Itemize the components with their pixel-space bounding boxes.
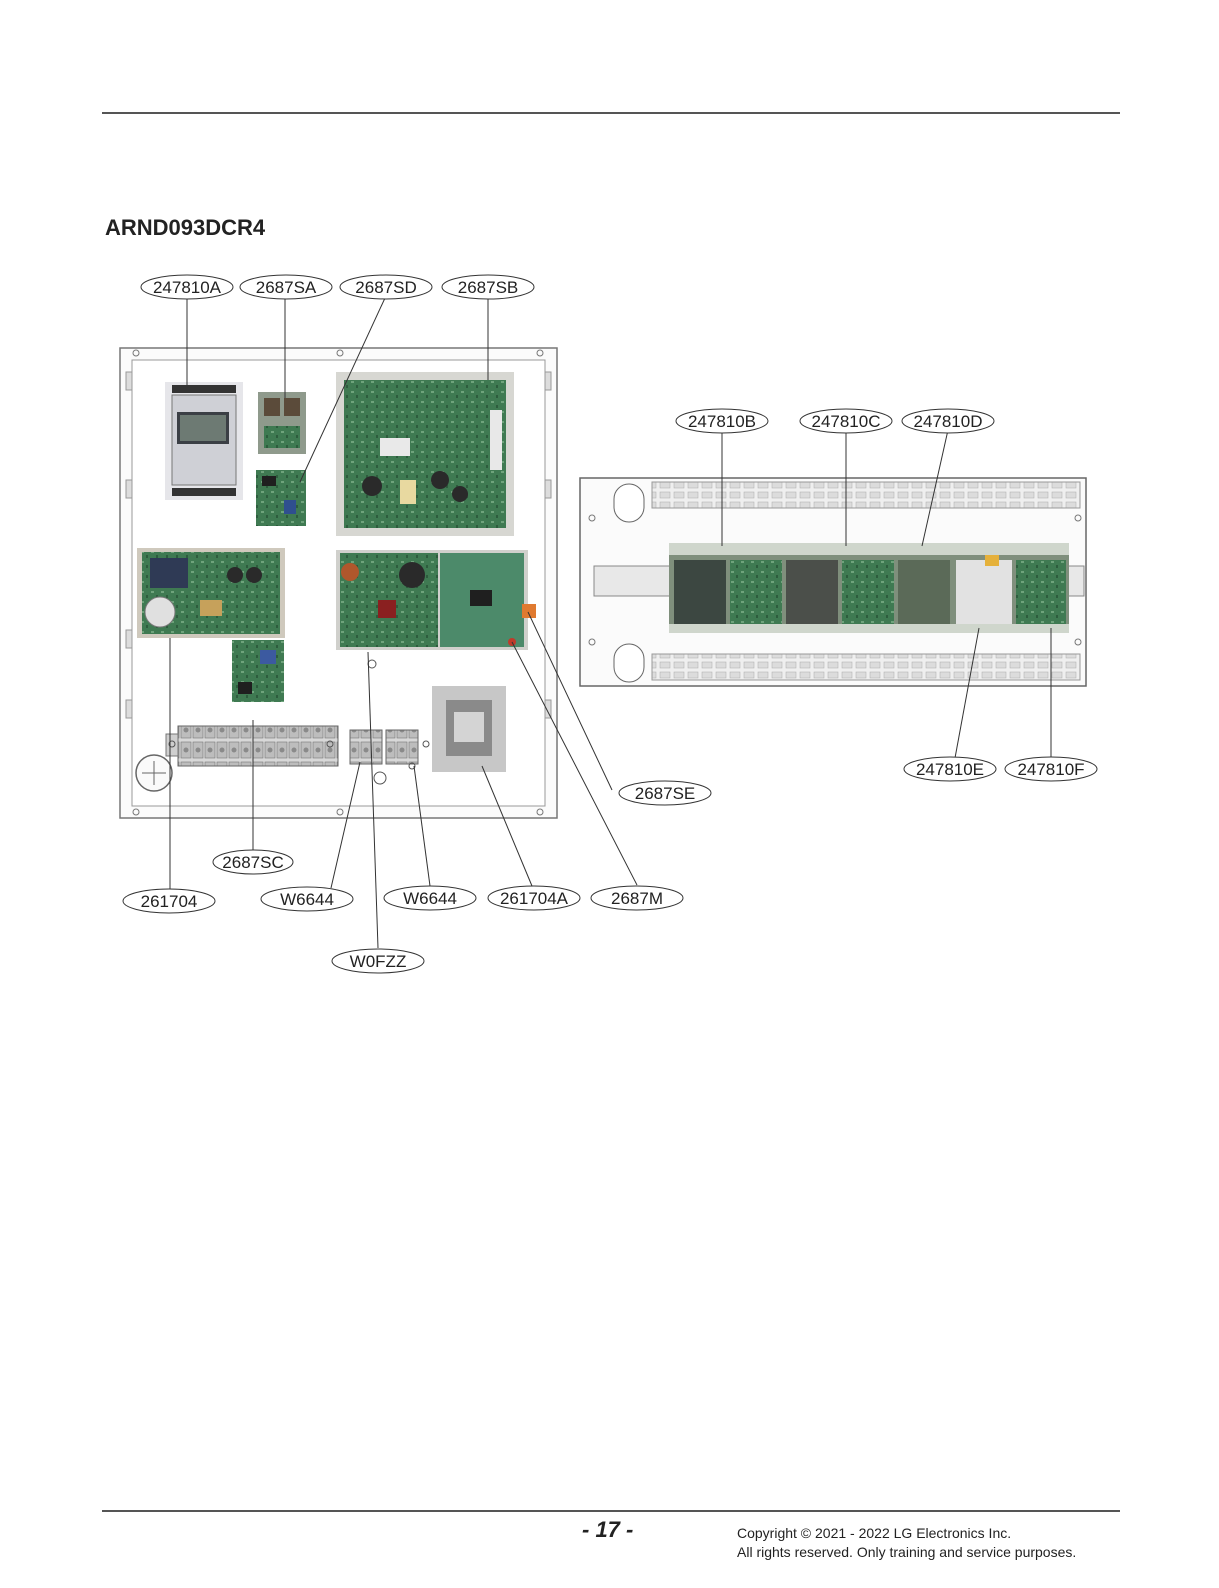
svg-text:247810D: 247810D [913, 412, 982, 431]
relay-board [258, 392, 306, 454]
callout-2687sd: 2687SD [339, 274, 433, 300]
callout-2687sc: 2687SC [212, 849, 294, 875]
callout-2687sa: 2687SA [239, 274, 333, 300]
small-pcb [256, 470, 306, 526]
svg-text:247810E: 247810E [916, 760, 984, 779]
callout-261704a: 261704A [487, 885, 581, 911]
svg-text:2687SC: 2687SC [222, 853, 283, 872]
callout-w0fzz: W0FZZ [331, 948, 425, 974]
copyright-line-1: Copyright © 2021 - 2022 LG Electronics I… [737, 1525, 1012, 1541]
copyright-notice: Copyright © 2021 - 2022 LG Electronics I… [737, 1524, 1076, 1562]
callout-247810a: 247810A [140, 274, 234, 300]
leader-lines [169, 297, 1052, 949]
svg-text:2687SE: 2687SE [635, 784, 696, 803]
inverter-pcb [336, 550, 536, 650]
callout-2687sb: 2687SB [441, 274, 535, 300]
power-pcb [137, 548, 285, 638]
model-title: ARND093DCR4 [105, 215, 266, 240]
callout-247810c: 247810C [799, 408, 893, 434]
callout-247810d: 247810D [901, 408, 995, 434]
terminal-block-main [165, 725, 339, 767]
callout-247810b: 247810B [675, 408, 769, 434]
fan-pcb [232, 640, 284, 702]
svg-text:W0FZZ: W0FZZ [350, 952, 407, 971]
footer-rule [102, 1510, 1120, 1512]
callout-247810f: 247810F [1004, 756, 1098, 782]
terminal-block-w6644-left [349, 729, 383, 765]
display-controller-module [165, 382, 243, 500]
svg-text:2687SA: 2687SA [256, 278, 317, 297]
svg-text:2687SD: 2687SD [355, 278, 416, 297]
callout-w6644-right: W6644 [383, 885, 477, 911]
svg-text:247810C: 247810C [811, 412, 880, 431]
svg-text:247810B: 247810B [688, 412, 756, 431]
svg-text:W6644: W6644 [280, 890, 334, 909]
svg-text:247810F: 247810F [1017, 760, 1084, 779]
terminal-block-w6644-right [385, 729, 430, 770]
callout-2687m: 2687M [590, 885, 684, 911]
callout-2687se: 2687SE [618, 780, 712, 806]
main-pcb [336, 372, 514, 536]
svg-text:2687M: 2687M [611, 889, 663, 908]
page-number: - 17 - [582, 1517, 634, 1542]
svg-text:247810A: 247810A [153, 278, 222, 297]
svg-text:2687SB: 2687SB [458, 278, 519, 297]
expansion-modules [669, 543, 1069, 633]
transformer [432, 686, 506, 772]
svg-text:261704: 261704 [141, 892, 198, 911]
callout-261704: 261704 [122, 888, 216, 914]
copyright-line-2: All rights reserved. Only training and s… [737, 1544, 1077, 1560]
callout-w6644-left: W6644 [260, 886, 354, 912]
svg-text:261704A: 261704A [500, 889, 569, 908]
header-rule [102, 112, 1120, 114]
callout-247810e: 247810E [903, 756, 997, 782]
cable-gland-icon [135, 754, 173, 792]
svg-text:W6644: W6644 [403, 889, 457, 908]
